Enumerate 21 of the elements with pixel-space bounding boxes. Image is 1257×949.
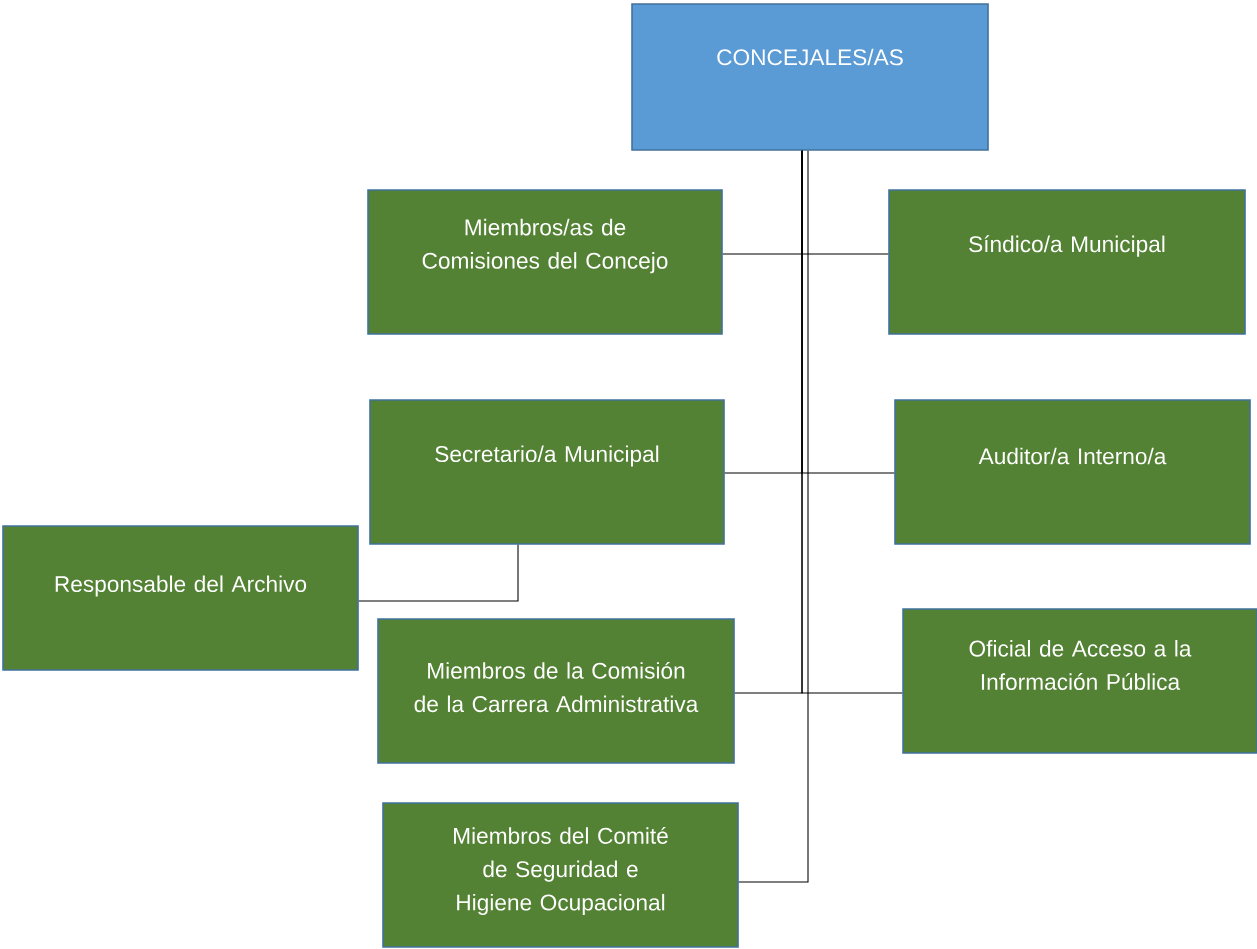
node-label: Secretario/a Municipal xyxy=(435,445,659,467)
node-label: Oficial de Acceso a la Información Pública xyxy=(969,640,1192,690)
node-label: Miembros del Comité de Seguridad e Higiene Ocupacional xyxy=(454,826,668,916)
role-box xyxy=(894,399,1251,545)
connector-line xyxy=(358,544,519,602)
role-box xyxy=(367,189,723,335)
connector-line xyxy=(738,150,809,883)
top-box xyxy=(631,3,989,151)
node-label: Miembros de la Comisión de la Carrera Administrativa xyxy=(414,661,699,713)
role-box xyxy=(902,608,1257,754)
connector-line xyxy=(801,150,903,694)
node-label: Auditor/a Interno/a xyxy=(978,447,1167,465)
role-box xyxy=(369,399,725,545)
role-box xyxy=(888,189,1246,335)
role-box xyxy=(377,618,735,764)
role-box xyxy=(382,802,739,948)
role-box xyxy=(2,525,359,671)
node-label: CONCEJALES/AS xyxy=(717,48,903,66)
node-label: Miembros/as de Comisiones del Concejo xyxy=(422,218,668,274)
node-label: Responsable del Archivo xyxy=(55,575,307,597)
node-label: Síndico/a Municipal xyxy=(969,235,1165,257)
